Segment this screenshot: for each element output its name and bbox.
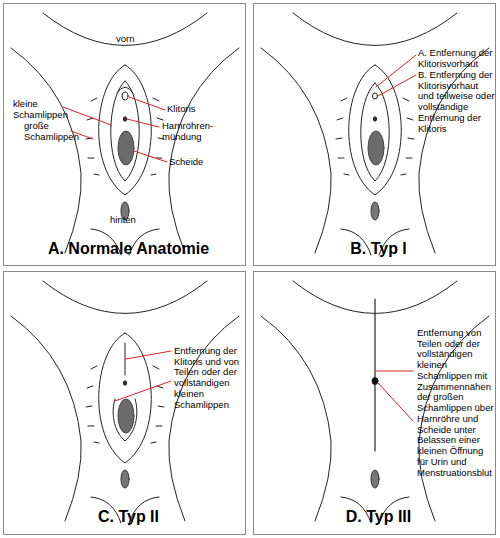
mons-outline <box>43 281 207 314</box>
annotation-text: vorn <box>116 34 156 45</box>
annotation-text: Harnröhren- mündung <box>162 121 224 142</box>
anus <box>371 470 379 488</box>
leader-lines <box>63 97 167 162</box>
leader-line <box>129 97 165 110</box>
annotation-text: Entfernung von Teilen oder der vollständ… <box>417 328 495 478</box>
annotation-text: A. Entfernung der Klitorisvorhaut <box>418 48 496 69</box>
leader-line <box>376 371 413 372</box>
leader-line <box>115 381 171 401</box>
hatch-strokes <box>336 98 414 175</box>
panel-box: Entfernung der Klitoris und von Teilen o… <box>3 271 246 535</box>
anus <box>121 470 129 488</box>
vaginal-opening <box>118 399 134 433</box>
thigh-line <box>261 48 331 253</box>
anatomy-normal <box>11 13 239 255</box>
leader-line <box>126 351 171 359</box>
panel-title: B. Typ I <box>258 240 499 258</box>
leader-line <box>378 75 416 96</box>
annotation-text: Scheide <box>169 157 224 168</box>
vaginal-opening <box>368 131 384 165</box>
leader-line <box>134 151 167 162</box>
leader-lines <box>115 351 171 401</box>
vaginal-opening <box>118 131 134 165</box>
labia-majora <box>99 65 152 195</box>
small-opening <box>372 378 378 385</box>
annotation-text: Entfernung der Klitoris und von Teilen o… <box>174 346 244 410</box>
clitoris <box>373 93 378 99</box>
thigh-line <box>261 316 331 521</box>
labia-majora <box>99 333 152 463</box>
suture-line <box>374 299 375 451</box>
panel-title: D. Typ III <box>258 508 499 526</box>
panel-box: A. Entfernung der KlitorisvorhautB. Entf… <box>253 3 496 266</box>
panel-box: vornKlitoris kleine Schamlippengroße Scha… <box>3 3 246 266</box>
hatch-strokes <box>86 366 164 443</box>
mons-outline <box>43 13 207 46</box>
labia-minora <box>111 81 140 181</box>
thigh-line <box>11 316 81 521</box>
annotation-text: große Schamlippen <box>24 121 82 142</box>
remaining-tissue <box>113 399 137 441</box>
leader-line <box>127 119 159 127</box>
hatch-strokes <box>86 98 164 175</box>
anus <box>371 202 379 220</box>
thigh-line <box>11 48 81 253</box>
thigh-line <box>169 48 239 253</box>
urethral-opening <box>373 117 376 121</box>
leader-line <box>376 55 416 87</box>
labia-majora <box>349 65 402 195</box>
annotation-text: hinten <box>110 215 150 226</box>
clitoris <box>122 92 128 100</box>
scar-line <box>125 343 126 375</box>
urethral-opening <box>123 381 126 385</box>
leader-line <box>378 383 413 421</box>
panel-title: C. Typ II <box>8 508 249 526</box>
panel-box: Entfernung von Teilen oder der vollständ… <box>253 271 496 535</box>
leader-line <box>63 107 111 125</box>
annotation-text: B. Entfernung der Klitorisvorhaut und te… <box>418 70 496 134</box>
annotation-text: Klitoris <box>167 104 229 115</box>
panel-title: A. Normale Anatomie <box>8 240 249 258</box>
mons-outline <box>293 13 457 46</box>
labia-minora <box>361 83 390 181</box>
annotation-text: kleine Schamlippen <box>13 99 71 120</box>
leader-lines <box>376 371 413 421</box>
leader-lines <box>376 55 416 96</box>
urethral-opening <box>123 117 126 121</box>
